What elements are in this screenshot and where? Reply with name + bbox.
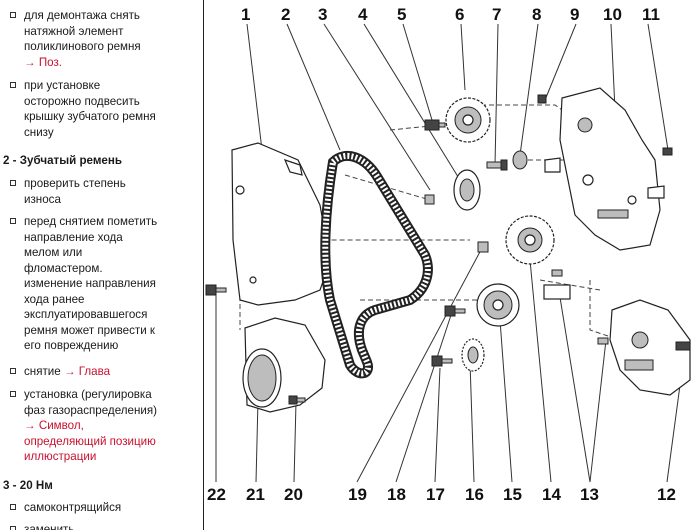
- list-item: перед снятием пометить направление хода …: [10, 214, 200, 354]
- callout-3: 3: [318, 5, 327, 24]
- item-text: при установке: [24, 79, 101, 92]
- item-text: самоконтрящийся: [24, 501, 122, 514]
- item-text: проверить степень: [24, 177, 126, 190]
- bullet-square-icon: [10, 526, 16, 530]
- callout-21: 21: [246, 485, 265, 504]
- camshaft-sprocket-part: [445, 97, 491, 143]
- item-text: крышку зубчатого ремня: [24, 110, 156, 123]
- spacer-sleeve-part: [512, 150, 528, 170]
- callout-22: 22: [207, 485, 226, 504]
- item-text: фаз газораспределения): [24, 403, 157, 417]
- item-text: изменение направления: [24, 277, 156, 290]
- item-text: ремня может привести к: [24, 323, 155, 337]
- callout-9: 9: [570, 5, 579, 24]
- callout-6: 6: [455, 5, 464, 24]
- callout-15: 15: [503, 485, 522, 504]
- callout-10: 10: [603, 5, 622, 24]
- symbol-link-line3[interactable]: иллюстрации: [24, 450, 97, 463]
- symbol-link-line1[interactable]: → Символ,: [24, 419, 84, 432]
- symbol-link-line2[interactable]: определяющий позицию: [24, 434, 156, 448]
- list-item: снятие → Глава: [10, 364, 200, 380]
- callout-18: 18: [387, 485, 406, 504]
- callout-20: 20: [284, 485, 303, 504]
- tensioner-roller-part: [453, 169, 481, 211]
- bullet-square-icon: [10, 368, 16, 374]
- list-item: установка (регулировка фаз газораспредел…: [10, 387, 200, 465]
- bottom-labels: 22 21 20 19 18 17 16 15 14 13 12: [207, 485, 676, 504]
- toothed-belt-part: [320, 150, 433, 379]
- item-text: мелом или: [24, 246, 83, 259]
- item-text: эксплуатировавшегося: [24, 308, 148, 321]
- bolt-part: [424, 119, 446, 131]
- section-heading: 2 - Зубчатый ремень: [3, 154, 122, 167]
- callout-19: 19: [348, 485, 367, 504]
- tensioner-pin-part: [543, 269, 609, 345]
- callout-14: 14: [542, 485, 561, 504]
- crankshaft-sprocket-part: [461, 338, 485, 372]
- column-divider: [203, 0, 204, 530]
- pos-link[interactable]: → Поз.: [24, 55, 63, 69]
- callout-17: 17: [426, 485, 445, 504]
- bullet-square-icon: [10, 82, 16, 88]
- callout-16: 16: [465, 485, 484, 504]
- item-text: перед снятием пометить: [24, 215, 158, 228]
- item-text: установка (регулировка: [24, 388, 152, 401]
- list-item: проверить степень износа: [10, 176, 200, 207]
- housing-part: [609, 299, 691, 396]
- nut-part: [424, 194, 435, 205]
- cover-bolt-part: [205, 284, 227, 296]
- item-text: его повреждению: [24, 339, 119, 352]
- pulley-bolt-part: [444, 305, 466, 317]
- callout-7: 7: [492, 5, 501, 24]
- leader-lines: [215, 23, 686, 483]
- list-item: самоконтрящийся: [10, 500, 200, 516]
- upper-cover-part: [231, 142, 331, 306]
- item-text: износа: [24, 192, 61, 206]
- callout-1: 1: [241, 5, 250, 24]
- item-text: натяжной элемент: [24, 24, 124, 38]
- item-text: снятие: [24, 365, 61, 378]
- item-text: фломастером.: [24, 261, 103, 275]
- item-text: осторожно подвесить: [24, 94, 140, 108]
- small-bolt-part: [537, 94, 547, 104]
- bracket-bolt-part: [662, 147, 673, 156]
- item-text: для демонтажа снять: [24, 9, 140, 22]
- item-text: хода ранее: [24, 292, 85, 306]
- lower-cover-bolt-part: [288, 395, 306, 405]
- callout-8: 8: [532, 5, 541, 24]
- intermediate-sprocket-part: [505, 215, 555, 265]
- section-heading: 3 - 20 Нм: [3, 479, 53, 492]
- item-text: направление хода: [24, 230, 123, 244]
- rear-bracket-part: [544, 87, 665, 251]
- item-text: поликлинового ремня: [24, 40, 141, 53]
- roller-bolt-part: [431, 355, 453, 367]
- callout-2: 2: [281, 5, 290, 24]
- roller-nut-part: [477, 241, 489, 253]
- list-item: при установке осторожно подвесить крышку…: [10, 78, 200, 140]
- item-text: снизу: [24, 125, 54, 139]
- list-item: для демонтажа снять натяжной элемент пол…: [10, 8, 200, 70]
- bullet-square-icon: [10, 180, 16, 186]
- bullet-square-icon: [10, 504, 16, 510]
- callout-12: 12: [657, 485, 676, 504]
- callout-4: 4: [358, 5, 368, 24]
- list-item: заменить: [10, 522, 200, 530]
- callout-11: 11: [642, 5, 660, 24]
- bullet-square-icon: [10, 391, 16, 397]
- bullet-square-icon: [10, 12, 16, 18]
- item-text: заменить: [24, 523, 75, 530]
- stud-bolt-part: [486, 159, 508, 171]
- timing-belt-diagram: 1 2 3 4 5 6 7 8 9 10 11 22 21 20 19 18 1…: [205, 5, 691, 504]
- instructions-panel: для демонтажа снять натяжной элемент пол…: [0, 0, 203, 530]
- callout-13: 13: [580, 485, 599, 504]
- pulley-part: [476, 283, 520, 327]
- callout-5: 5: [397, 5, 406, 24]
- bullet-square-icon: [10, 218, 16, 224]
- chapter-link[interactable]: → Глава: [63, 365, 111, 378]
- top-labels: 1 2 3 4 5 6 7 8 9 10 11: [241, 5, 660, 24]
